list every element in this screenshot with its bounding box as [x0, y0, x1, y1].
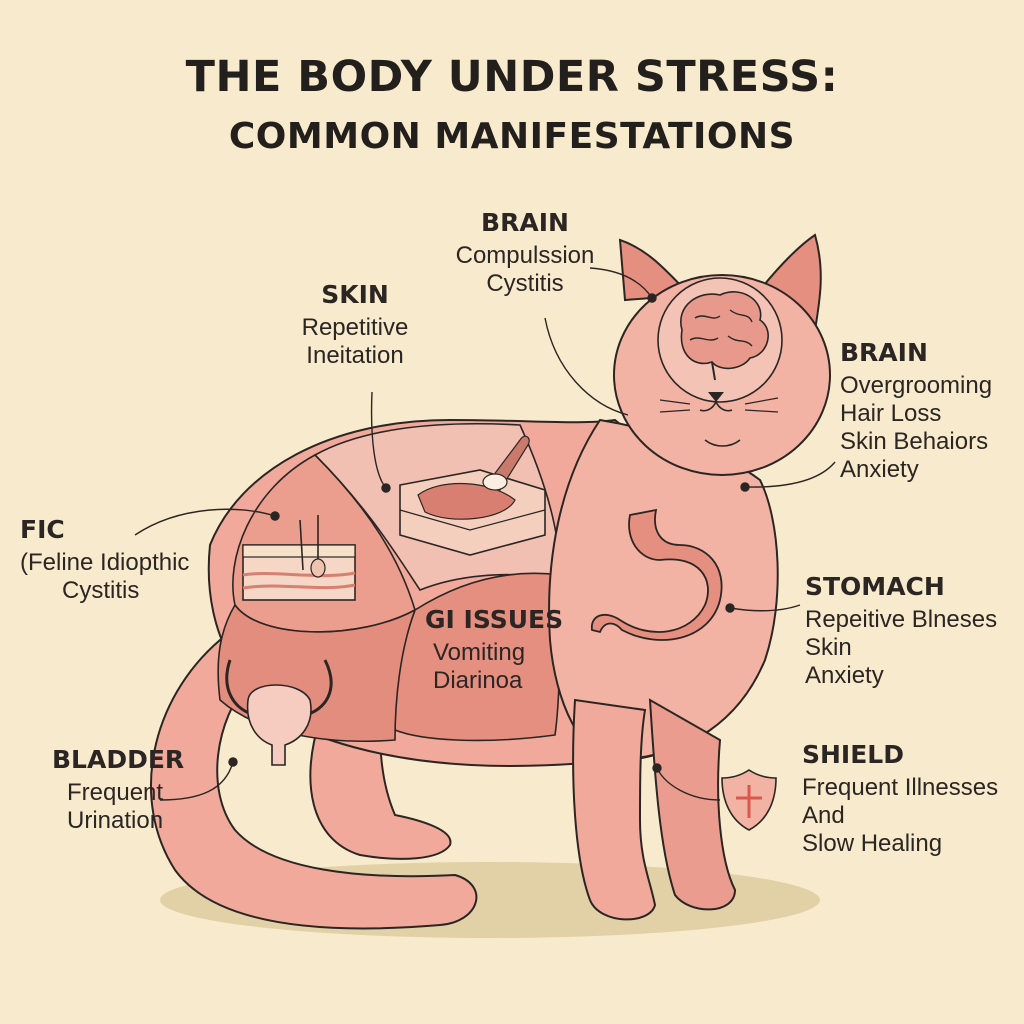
- bladder-icon: [225, 659, 333, 766]
- skin-layer-icon: [242, 515, 356, 601]
- label-bladder: BLADDER Frequent Urination: [52, 745, 222, 835]
- skin-lesion-icon: [399, 435, 546, 556]
- label-heading: STOMACH: [805, 572, 945, 601]
- cat-face: [659, 392, 779, 447]
- label-line: Skin: [805, 633, 852, 661]
- label-line: Urination: [67, 806, 164, 834]
- label-line: Anxiety: [805, 662, 884, 690]
- label-heading: BRAIN: [840, 338, 928, 367]
- cat-back-leg: [309, 719, 452, 860]
- label-heading: BLADDER: [52, 745, 185, 774]
- label-line: And: [802, 801, 845, 829]
- label-line: Anxiety: [840, 456, 919, 484]
- label-heading: SHIELD: [802, 740, 904, 769]
- stomach-icon: [591, 508, 723, 641]
- label-gi-issues: GI ISSUES Vomiting Diarinoa: [425, 605, 575, 695]
- label-heading: FIC: [20, 515, 65, 544]
- title-line-1: THE BODY UNDER STRESS:: [185, 52, 839, 102]
- label-line: Frequent: [67, 778, 164, 806]
- label-brain-right: BRAIN Overgrooming Hair Loss Skin Behaio…: [840, 338, 1020, 485]
- label-line: Cystitis: [486, 269, 564, 297]
- label-heading: BRAIN: [481, 208, 569, 237]
- label-line: Repetitive: [301, 313, 409, 341]
- cat-front-leg-right: [648, 698, 737, 911]
- label-line: Diarinoa: [433, 666, 523, 694]
- cat-front-leg-left: [572, 698, 657, 921]
- label-line: Repeitive Blneses: [805, 605, 998, 633]
- cat-ear-right: [758, 233, 822, 332]
- cat-tail: [149, 638, 478, 930]
- label-line: Hair Loss: [840, 399, 942, 427]
- label-heading: GI ISSUES: [425, 605, 564, 634]
- label-line: Skin Behaiors: [840, 428, 989, 456]
- label-line: (Feline Idiopthic: [20, 548, 190, 576]
- label-line: Slow Healing: [802, 830, 943, 858]
- label-skin: SKIN Repetitive Ineitation: [285, 280, 425, 370]
- leader-lines: [134, 267, 836, 801]
- label-line: Compulssion: [455, 241, 595, 269]
- brain-icon: [680, 291, 769, 381]
- label-shield: SHIELD Frequent Illnesses And Slow Heali…: [802, 740, 1002, 858]
- label-heading: SKIN: [321, 280, 389, 309]
- shield-icon: [721, 769, 777, 831]
- label-line: Cystitis: [62, 576, 140, 604]
- label-stomach: STOMACH Repeitive Blneses Skin Anxiety: [805, 572, 1005, 690]
- label-fic: FIC (Feline Idiopthic Cystitis: [20, 515, 220, 605]
- title-line-2: COMMON MANIFESTATIONS: [228, 116, 796, 157]
- label-line: Vomiting: [433, 638, 526, 666]
- label-line: Ineitation: [306, 341, 404, 369]
- label-line: Overgrooming: [840, 371, 993, 399]
- label-brain-top: BRAIN Compulssion Cystitis: [450, 208, 600, 298]
- label-line: Frequent Illnesses: [802, 773, 999, 801]
